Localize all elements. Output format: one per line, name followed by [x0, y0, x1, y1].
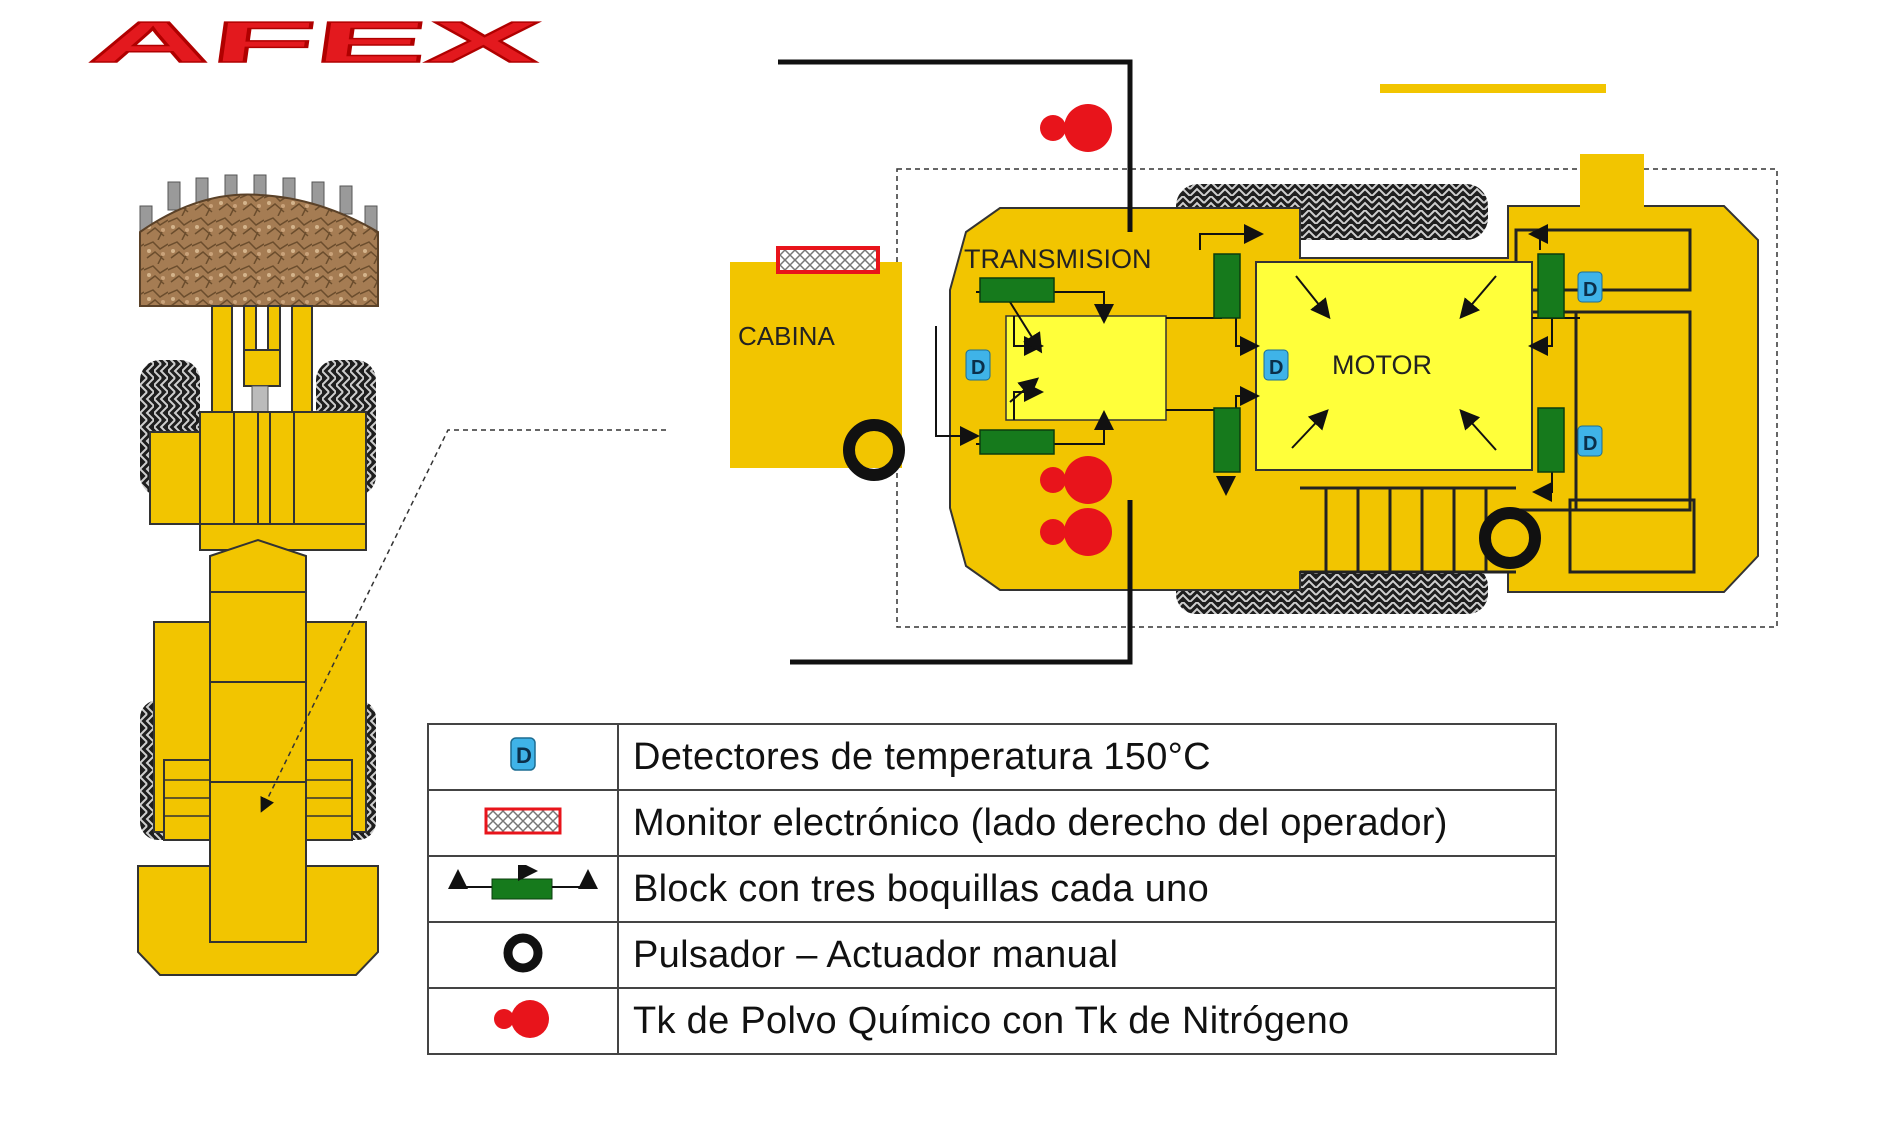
legend-table: D Detectores de temperatura 150°C Monito…: [427, 723, 1557, 1055]
legend-symbol-cell: D: [427, 723, 619, 791]
nozzle-block: [979, 277, 1055, 303]
nozzle-block: [1537, 253, 1565, 319]
detector-letter: D: [1583, 433, 1597, 455]
tank-icon: [1040, 508, 1112, 556]
nozzle-block: [1537, 407, 1565, 473]
tank-icon: [1040, 104, 1112, 152]
monitor-icon: [484, 807, 562, 834]
legend-symbol-cell: [427, 855, 619, 923]
cabin-monitor: [776, 246, 880, 274]
nozzle-blocks: [979, 253, 1565, 473]
afex-logo: AFEX: [85, 10, 546, 76]
detector-letter: D: [516, 743, 532, 768]
cabin-label: CABINA: [738, 321, 835, 351]
accent-line: [1380, 84, 1606, 93]
rear-frame: [137, 591, 379, 976]
detector-icon: D: [1263, 349, 1289, 381]
legend-text: Pulsador – Actuador manual: [617, 921, 1557, 989]
legend-row: Block con tres boquillas cada uno: [427, 855, 1557, 923]
legend-text: Monitor electrónico (lado derecho del op…: [617, 789, 1557, 857]
transmission-box: [1005, 315, 1167, 421]
coverage-outline: [896, 168, 1778, 628]
detector-letter: D: [1269, 357, 1283, 379]
legend-symbol-cell: [427, 789, 619, 857]
logo-text: AFEX: [85, 10, 544, 75]
loader-top-view: [137, 174, 666, 976]
frame-brackets: [778, 59, 1133, 665]
detector-icon: D: [965, 349, 991, 381]
spray-arrows: [1009, 275, 1497, 451]
boom-arms: [211, 305, 313, 427]
detector-letter: D: [971, 357, 985, 379]
detector-icon: D: [510, 736, 536, 771]
cabin: [730, 262, 902, 468]
legend-text: Detectores de temperatura 150°C: [617, 723, 1557, 791]
detector-icon: D: [1577, 425, 1603, 457]
engine-compartment-diagram: CABINA TRANSMISION MOTOR: [730, 59, 1778, 665]
legend-text: Block con tres boquillas cada uno: [617, 855, 1557, 923]
radiator-fins: [164, 779, 352, 817]
tank-icon: [494, 999, 549, 1038]
detector-letter: D: [1583, 279, 1597, 301]
bucket-load: [139, 193, 379, 307]
nozzle-block-icon: [448, 860, 598, 899]
exhaust-stack: [1580, 154, 1644, 214]
legend-row: Tk de Polvo Químico con Tk de Nitrógeno: [427, 987, 1557, 1055]
front-frame: [149, 411, 367, 551]
transmission-label: TRANSMISION: [964, 244, 1152, 274]
bucket-teeth: [139, 174, 378, 235]
detector-icon: D: [1577, 271, 1603, 303]
legend-text: Tk de Polvo Químico con Tk de Nitrógeno: [617, 987, 1557, 1055]
legend-symbol-cell: [427, 921, 619, 989]
zoom-connector: [260, 429, 666, 813]
legend-symbol-cell: [427, 987, 619, 1055]
nozzle-block: [979, 429, 1055, 455]
tanks: [1040, 104, 1112, 556]
legend-row: Pulsador – Actuador manual: [427, 921, 1557, 989]
rear-compartment: [1514, 228, 1696, 574]
push-button-icon: [1479, 507, 1541, 569]
push-button-icon: [843, 419, 905, 481]
nozzle-block: [1213, 253, 1241, 319]
engine-box: [1255, 261, 1533, 471]
nozzle-block: [1213, 407, 1241, 473]
legend-row: Monitor electrónico (lado derecho del op…: [427, 789, 1557, 857]
push-button-icon: [503, 933, 543, 972]
detectors: D D D D: [965, 271, 1603, 457]
engine-label: MOTOR: [1332, 350, 1432, 380]
legend-row: D Detectores de temperatura 150°C: [427, 723, 1557, 791]
tank-icon: [1040, 456, 1112, 504]
